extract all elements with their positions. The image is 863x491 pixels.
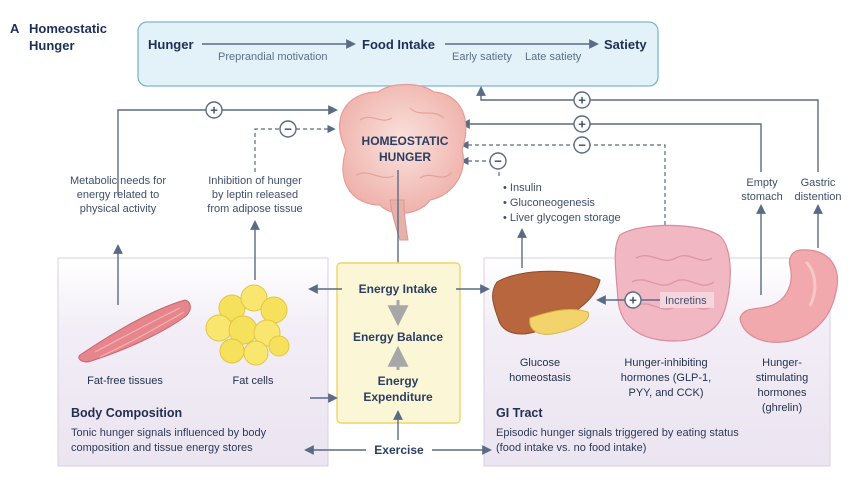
flow-late-satiety: Late satiety	[525, 51, 582, 63]
metabolic-line1: Metabolic needs for	[70, 175, 166, 187]
svg-text:+: +	[578, 117, 586, 132]
fat-cells-label: Fat cells	[233, 375, 274, 387]
glucose-line2: homeostasis	[509, 372, 571, 384]
stomach-illustration	[739, 249, 838, 343]
plus-badge-gastric: +	[573, 91, 591, 109]
leptin-line2: by leptin released	[212, 189, 298, 201]
flow-preprandial: Preprandial motivation	[218, 51, 327, 63]
gi-tract-desc-line1: Episodic hunger signals triggered by eat…	[496, 427, 739, 439]
energy-expenditure-line1: Energy	[378, 374, 419, 388]
minus-badge-leptin: −	[279, 120, 297, 138]
svg-text:+: +	[578, 93, 586, 108]
muscle-illustration	[78, 299, 191, 363]
stimulating-line2: stimulating	[756, 372, 809, 384]
svg-text:−: −	[494, 154, 502, 169]
energy-balance-label: Energy Balance	[353, 330, 443, 344]
flow-hunger: Hunger	[148, 37, 194, 52]
plus-badge-empty-stomach: +	[573, 115, 591, 133]
brain-illustration	[339, 83, 467, 241]
liver-illustration	[492, 270, 601, 335]
arrow-gastric-to-satiety	[476, 86, 819, 172]
leptin-line1: Inhibition of hunger	[208, 175, 302, 187]
arrow-empty-stomach-to-brain	[460, 119, 762, 172]
flow-food-intake: Food Intake	[362, 37, 435, 52]
metabolic-line3: physical activity	[80, 203, 157, 215]
panel-title-line1: Homeostatic	[29, 21, 107, 36]
incretins-label-bg	[660, 292, 714, 308]
energy-expenditure-line2: Expenditure	[363, 390, 433, 404]
body-composition-panel	[57, 257, 329, 467]
glucose-line1: Glucose	[520, 357, 560, 369]
exercise-label: Exercise	[374, 443, 424, 457]
energy-intake-label: Energy Intake	[359, 282, 438, 296]
brain-label-line1: HOMEOSTATIC	[362, 134, 449, 148]
flow-early-satiety: Early satiety	[452, 51, 512, 63]
liver-list-gluconeogenesis: • Gluconeogenesis	[503, 197, 595, 209]
svg-text:−: −	[578, 138, 586, 153]
arrow-leptin-to-brain	[254, 124, 336, 172]
svg-text:+: +	[629, 293, 637, 308]
svg-text:−: −	[284, 122, 292, 137]
leptin-line3: from adipose tissue	[207, 203, 302, 215]
inhibiting-line3: PYY, and CCK)	[628, 387, 703, 399]
empty-stomach-line2: stomach	[741, 191, 783, 203]
liver-list-insulin: • Insulin	[503, 182, 542, 194]
gastric-line1: Gastric	[801, 177, 836, 189]
arrow-intestine-to-brain	[460, 140, 666, 225]
inhibiting-line2: hormones (GLP-1,	[621, 372, 711, 384]
body-composition-title: Body Composition	[71, 406, 182, 420]
gi-tract-title: GI Tract	[496, 406, 543, 420]
fat-cells-illustration	[205, 284, 290, 366]
stimulating-line3: hormones	[758, 387, 807, 399]
brain-label-line2: HUNGER	[379, 150, 431, 164]
intestine-illustration	[614, 224, 731, 342]
svg-text:+: +	[210, 103, 218, 118]
arrow-metabolic-to-brain	[117, 105, 338, 195]
metabolic-line2: energy related to	[77, 189, 160, 201]
plus-badge-metabolic: +	[205, 101, 223, 119]
panel-title-line2: Hunger	[29, 38, 75, 53]
empty-stomach-line1: Empty	[746, 177, 778, 189]
plus-badge-incretins: +	[624, 291, 642, 309]
fat-free-label: Fat-free tissues	[87, 375, 163, 387]
inhibiting-line1: Hunger-inhibiting	[624, 357, 707, 369]
stimulating-line1: Hunger-	[762, 357, 802, 369]
stimulating-line4: (ghrelin)	[762, 402, 802, 414]
body-composition-desc-line2: composition and tissue energy stores	[71, 442, 253, 454]
liver-list-glycogen: • Liver glycogen storage	[503, 212, 621, 224]
panel-letter: A	[10, 21, 20, 36]
minus-badge-liver: −	[489, 152, 507, 170]
gastric-line2: distention	[794, 191, 841, 203]
minus-badge-intestine: −	[573, 136, 591, 154]
flow-satiety: Satiety	[604, 37, 647, 52]
body-composition-desc-line1: Tonic hunger signals influenced by body	[71, 427, 267, 439]
gi-tract-desc-line2: (food intake vs. no food intake)	[496, 442, 646, 454]
incretins-label: Incretins	[665, 295, 707, 307]
